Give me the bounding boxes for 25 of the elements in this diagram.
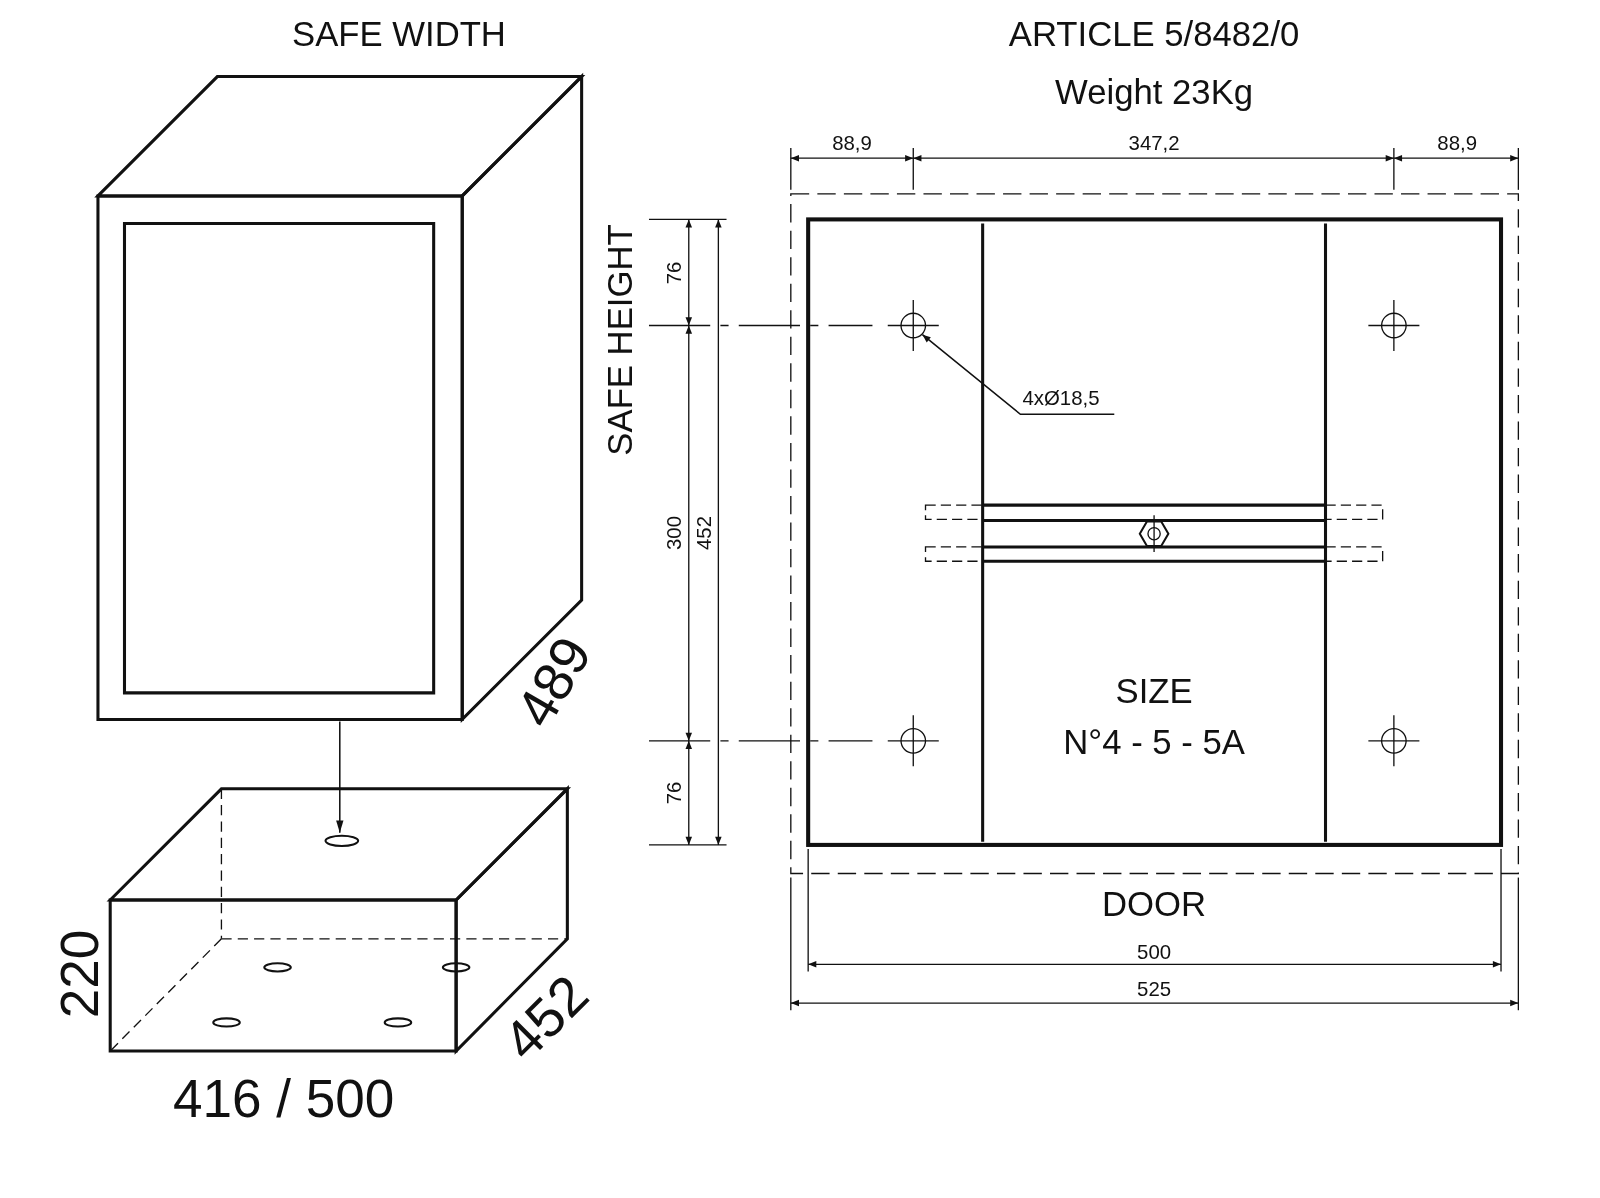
size-label: N°4 - 5 - 5A xyxy=(1063,724,1245,760)
article-number: ARTICLE 5/8482/0 xyxy=(1008,16,1300,51)
safe-drawing xyxy=(94,72,586,724)
callout-text: 4xØ18,5 xyxy=(1022,387,1100,409)
dimension-value: 416 / 500 xyxy=(173,1072,395,1126)
dimension-value: 220 xyxy=(53,930,107,1019)
view-title: SAFE WIDTH xyxy=(292,16,506,51)
leader-line xyxy=(921,333,1116,416)
dimension-value: 525 xyxy=(1137,978,1172,999)
view-label: DOOR xyxy=(1102,886,1207,922)
dimension-value: 452 xyxy=(493,966,598,1071)
size-label: SIZE xyxy=(1115,673,1193,709)
weight-text: Weight 23Kg xyxy=(1055,74,1254,110)
dimension-value: 88,9 xyxy=(1437,132,1477,154)
arrow xyxy=(336,720,344,834)
dimension-value: 76 xyxy=(664,262,685,285)
dimension-value: 76 xyxy=(664,781,685,805)
dimension-value: 88,9 xyxy=(832,132,872,154)
dimension-value: 347,2 xyxy=(1128,132,1180,154)
dimension-value: 300 xyxy=(664,515,685,550)
dimension-value: 489 xyxy=(507,628,601,736)
dimension-value: 452 xyxy=(693,515,715,550)
dimension-value: 500 xyxy=(1137,941,1172,963)
axis-label: SAFE HEIGHT xyxy=(603,224,638,456)
bolt-hole xyxy=(887,299,940,352)
